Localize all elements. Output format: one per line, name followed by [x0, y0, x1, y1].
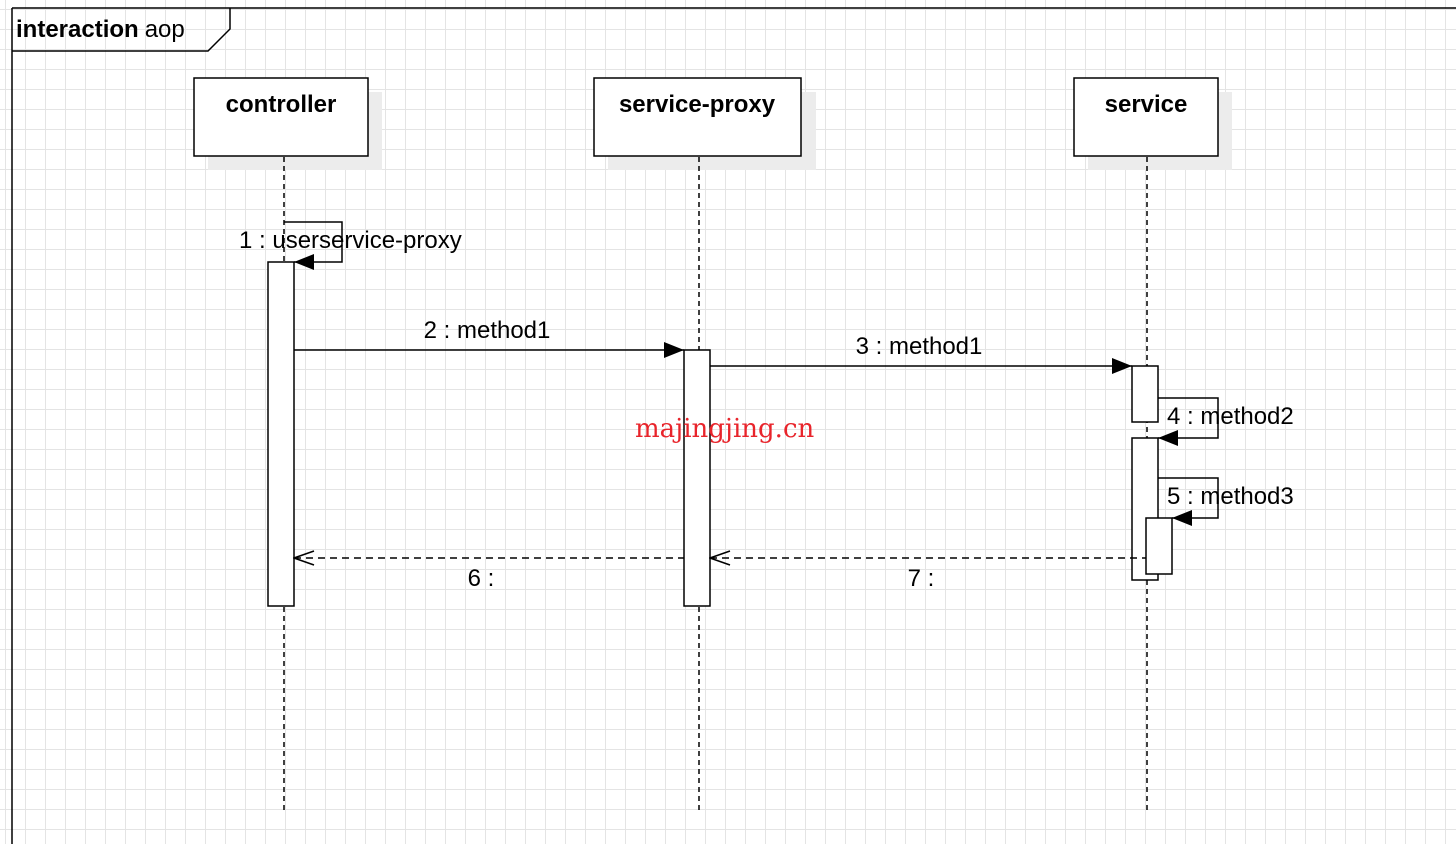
- message-5[interactable]: 5 : method3: [1158, 477, 1294, 526]
- activation-bar-service-nested: [1145, 517, 1173, 575]
- lifeline-controller[interactable]: controller: [193, 77, 382, 812]
- message-label: 4 : method2: [1167, 403, 1294, 430]
- activation-bar-controller: [267, 261, 295, 607]
- frame-keyword: interaction: [16, 16, 139, 43]
- frame-name: aop: [145, 16, 185, 43]
- message-label: 2 : method1: [424, 317, 551, 344]
- message-4[interactable]: 4 : method2: [1158, 397, 1294, 446]
- message-arrow: [284, 221, 343, 270]
- lifeline-label-service-proxy: service-proxy: [619, 91, 776, 118]
- message-2[interactable]: 2 : method1: [294, 317, 684, 358]
- message-3[interactable]: 3 : method1: [710, 333, 1132, 374]
- lifeline-label-controller: controller: [226, 91, 337, 118]
- message-label: 3 : method1: [856, 333, 983, 360]
- lifeline-service-proxy[interactable]: service-proxy: [593, 77, 816, 812]
- message-label: 1 : userservice-proxy: [239, 227, 462, 254]
- message-arrow: [1158, 477, 1219, 526]
- message-7[interactable]: 7 :: [710, 558, 1146, 592]
- activation-bar-service-proxy: [683, 349, 711, 607]
- lifeline-label-service: service: [1105, 91, 1188, 118]
- message-6[interactable]: 6 :: [294, 558, 684, 592]
- activation-bar-service: [1131, 365, 1159, 423]
- lifeline-service[interactable]: service: [1073, 77, 1232, 812]
- message-1[interactable]: 1 : userservice-proxy: [239, 221, 462, 270]
- message-label: 6 :: [468, 565, 495, 592]
- message-label: 5 : method3: [1167, 483, 1294, 510]
- message-label: 7 :: [908, 565, 935, 592]
- watermark-text: majingjing.cn: [635, 414, 815, 444]
- message-arrow: [1158, 397, 1219, 446]
